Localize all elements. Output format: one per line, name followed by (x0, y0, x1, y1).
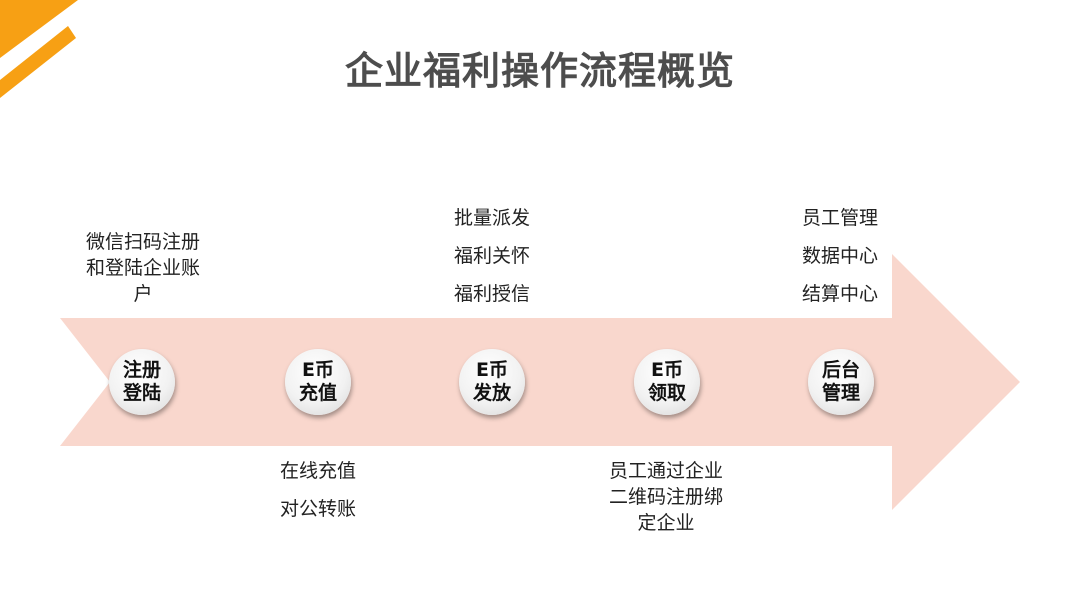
step-label-line2: 管理 (821, 382, 860, 404)
note-distribute: 批量派发 福利关怀 福利授信 (430, 205, 554, 319)
step-ecoin-receive: E币 领取 (634, 349, 700, 415)
note-item: 结算中心 (801, 283, 878, 305)
step-label-line2: 发放 (472, 382, 511, 404)
step-ecoin-recharge: E币 充值 (285, 349, 351, 415)
note-register: 微信扫码注册 和登陆企业账 户 (68, 229, 218, 307)
step-label-line1: 后台 (821, 359, 860, 381)
note-line: 和登陆企业账 (85, 257, 200, 279)
corner-stripe-bottom (0, 26, 76, 98)
note-item: 在线充值 (279, 460, 356, 482)
step-label-line1: E币 (651, 359, 683, 381)
step-ecoin-distribute: E币 发放 (459, 349, 525, 415)
note-recharge: 在线充值 对公转账 (256, 458, 380, 534)
note-item: 福利授信 (453, 283, 530, 305)
note-item: 福利关怀 (453, 245, 530, 267)
note-line: 定企业 (637, 512, 695, 534)
page-title: 企业福利操作流程概览 (344, 49, 735, 93)
step-label-line2: 领取 (647, 382, 686, 404)
step-label-line1: E币 (476, 359, 508, 381)
step-label-line1: E币 (302, 359, 334, 381)
step-label-line2: 登陆 (122, 382, 161, 404)
note-line: 微信扫码注册 (85, 231, 200, 253)
note-receive: 员工通过企业 二维码注册绑 定企业 (591, 458, 741, 536)
step-label-line1: 注册 (122, 359, 161, 381)
note-manage: 员工管理 数据中心 结算中心 (778, 205, 902, 319)
note-item: 批量派发 (453, 207, 530, 229)
step-label-line2: 充值 (298, 382, 337, 404)
process-arrow-shape (60, 254, 1020, 510)
note-line: 员工通过企业 (608, 460, 723, 482)
step-backend-manage: 后台 管理 (808, 349, 874, 415)
note-item: 员工管理 (801, 207, 878, 229)
note-line: 户 (133, 283, 153, 305)
corner-decoration (0, 0, 78, 98)
step-register-login: 注册 登陆 (109, 349, 175, 415)
corner-stripe-top (0, 0, 78, 58)
note-item: 对公转账 (279, 498, 356, 520)
note-item: 数据中心 (801, 245, 878, 267)
note-line: 二维码注册绑 (608, 486, 723, 508)
